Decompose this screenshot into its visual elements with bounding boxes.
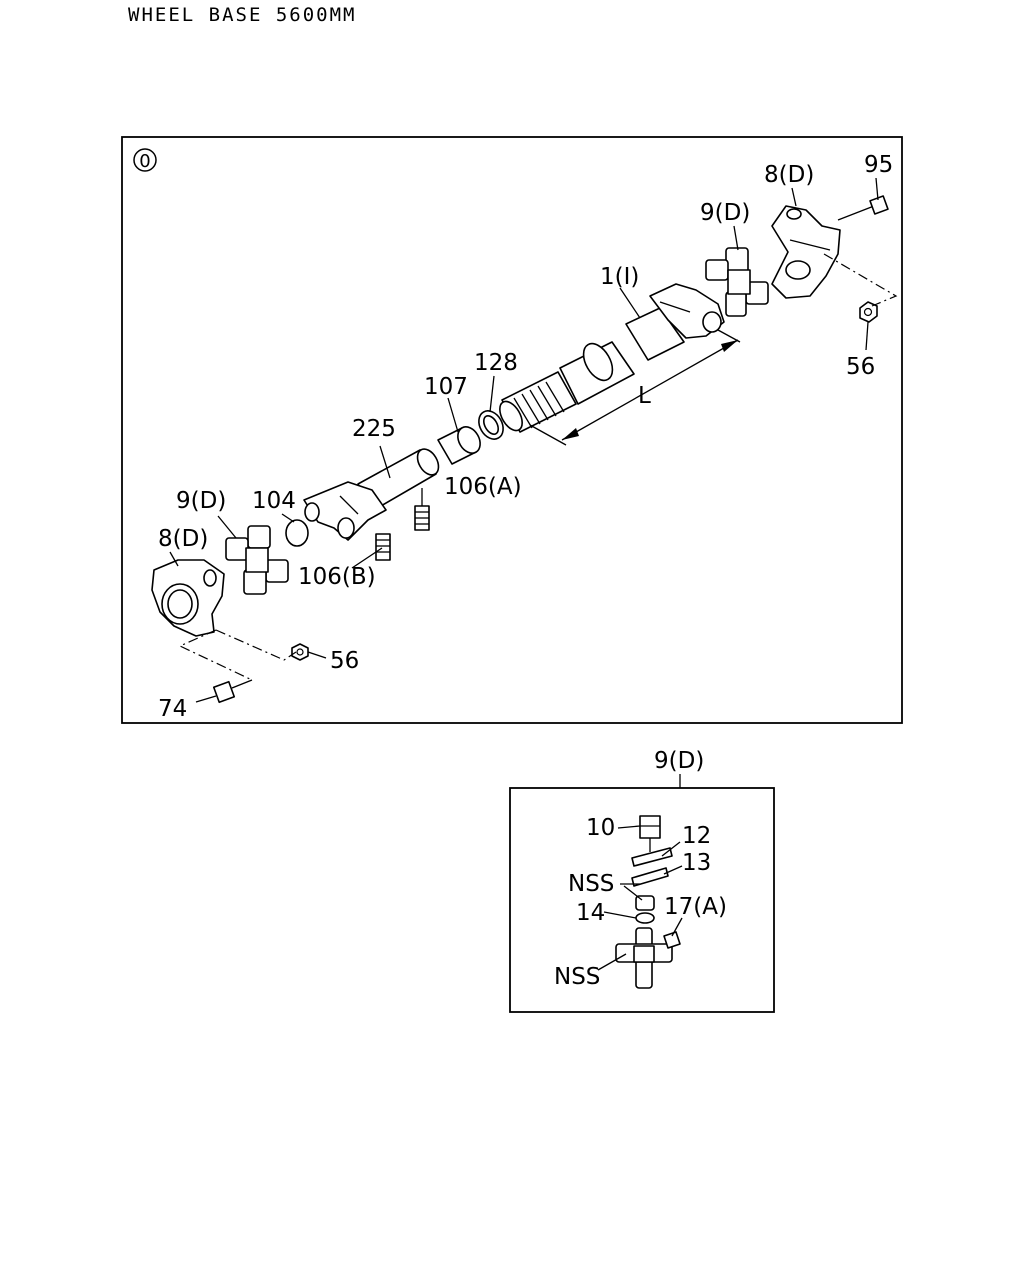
callout-9d-right: 9(D) <box>700 200 750 226</box>
detail-view-title: 9(D) <box>654 748 704 774</box>
nut-56-right[interactable] <box>859 301 878 323</box>
cross-nss[interactable] <box>615 927 673 989</box>
fastener-line-left-b <box>215 629 297 661</box>
callout-74: 74 <box>158 696 187 722</box>
spider-9d-right[interactable] <box>705 247 769 317</box>
seal-104[interactable] <box>285 519 309 547</box>
ring-107[interactable] <box>437 423 485 465</box>
shaft-sleeve-1i[interactable] <box>559 307 685 405</box>
callout-106a: 106(A) <box>444 474 522 500</box>
callout-nss-top: NSS <box>568 871 614 897</box>
shaft-yoke-right[interactable] <box>649 283 725 339</box>
callout-1i: 1(I) <box>600 264 639 290</box>
spider-9d-left[interactable] <box>225 525 289 595</box>
nut-56-left[interactable] <box>291 643 309 661</box>
callout-14: 14 <box>576 900 605 926</box>
callout-95: 95 <box>864 152 893 178</box>
callout-104: 104 <box>252 488 296 514</box>
view-marker-label: 0 <box>139 151 150 172</box>
seal-14[interactable] <box>635 912 655 924</box>
main-view-frame <box>121 136 903 724</box>
callout-106b: 106(B) <box>298 564 376 590</box>
callout-9d-left: 9(D) <box>176 488 226 514</box>
shaft-yoke-left[interactable] <box>303 481 387 541</box>
grease-nipple-106a[interactable] <box>414 505 430 531</box>
callout-12: 12 <box>682 823 711 849</box>
callout-17a: 17(A) <box>664 894 727 920</box>
grease-nipple-106b[interactable] <box>375 533 391 561</box>
view-marker: 0 <box>133 148 157 172</box>
dimension-l: L <box>529 329 741 446</box>
callout-225: 225 <box>352 416 396 442</box>
callout-8d-right: 8(D) <box>764 162 814 188</box>
bolt-10[interactable] <box>639 815 661 852</box>
fastener-line-left-a <box>178 629 253 681</box>
grease-nipple-17a[interactable] <box>663 931 681 949</box>
flange-yoke-8d-right[interactable] <box>771 205 841 299</box>
flange-yoke-8d-left[interactable] <box>151 559 225 637</box>
dimension-l-label: L <box>638 383 651 409</box>
callout-8d-left: 8(D) <box>158 526 208 552</box>
fastener-line-right <box>823 253 898 307</box>
page-title: WHEEL BASE 5600MM <box>128 4 357 26</box>
bolt-95[interactable] <box>837 195 889 221</box>
plate-13[interactable] <box>631 867 669 887</box>
callout-13: 13 <box>682 850 711 876</box>
spline-shaft[interactable] <box>495 371 577 434</box>
bolt-74[interactable] <box>212 679 253 704</box>
callout-nss-bottom: NSS <box>554 964 600 990</box>
detail-view-frame <box>509 787 775 1013</box>
callout-128: 128 <box>474 350 518 376</box>
callout-107: 107 <box>424 374 468 400</box>
callout-56-left: 56 <box>330 648 359 674</box>
callout-10: 10 <box>586 815 615 841</box>
lock-plate-12[interactable] <box>631 847 673 867</box>
callout-56-right: 56 <box>846 354 875 380</box>
ring-128[interactable] <box>474 407 508 444</box>
